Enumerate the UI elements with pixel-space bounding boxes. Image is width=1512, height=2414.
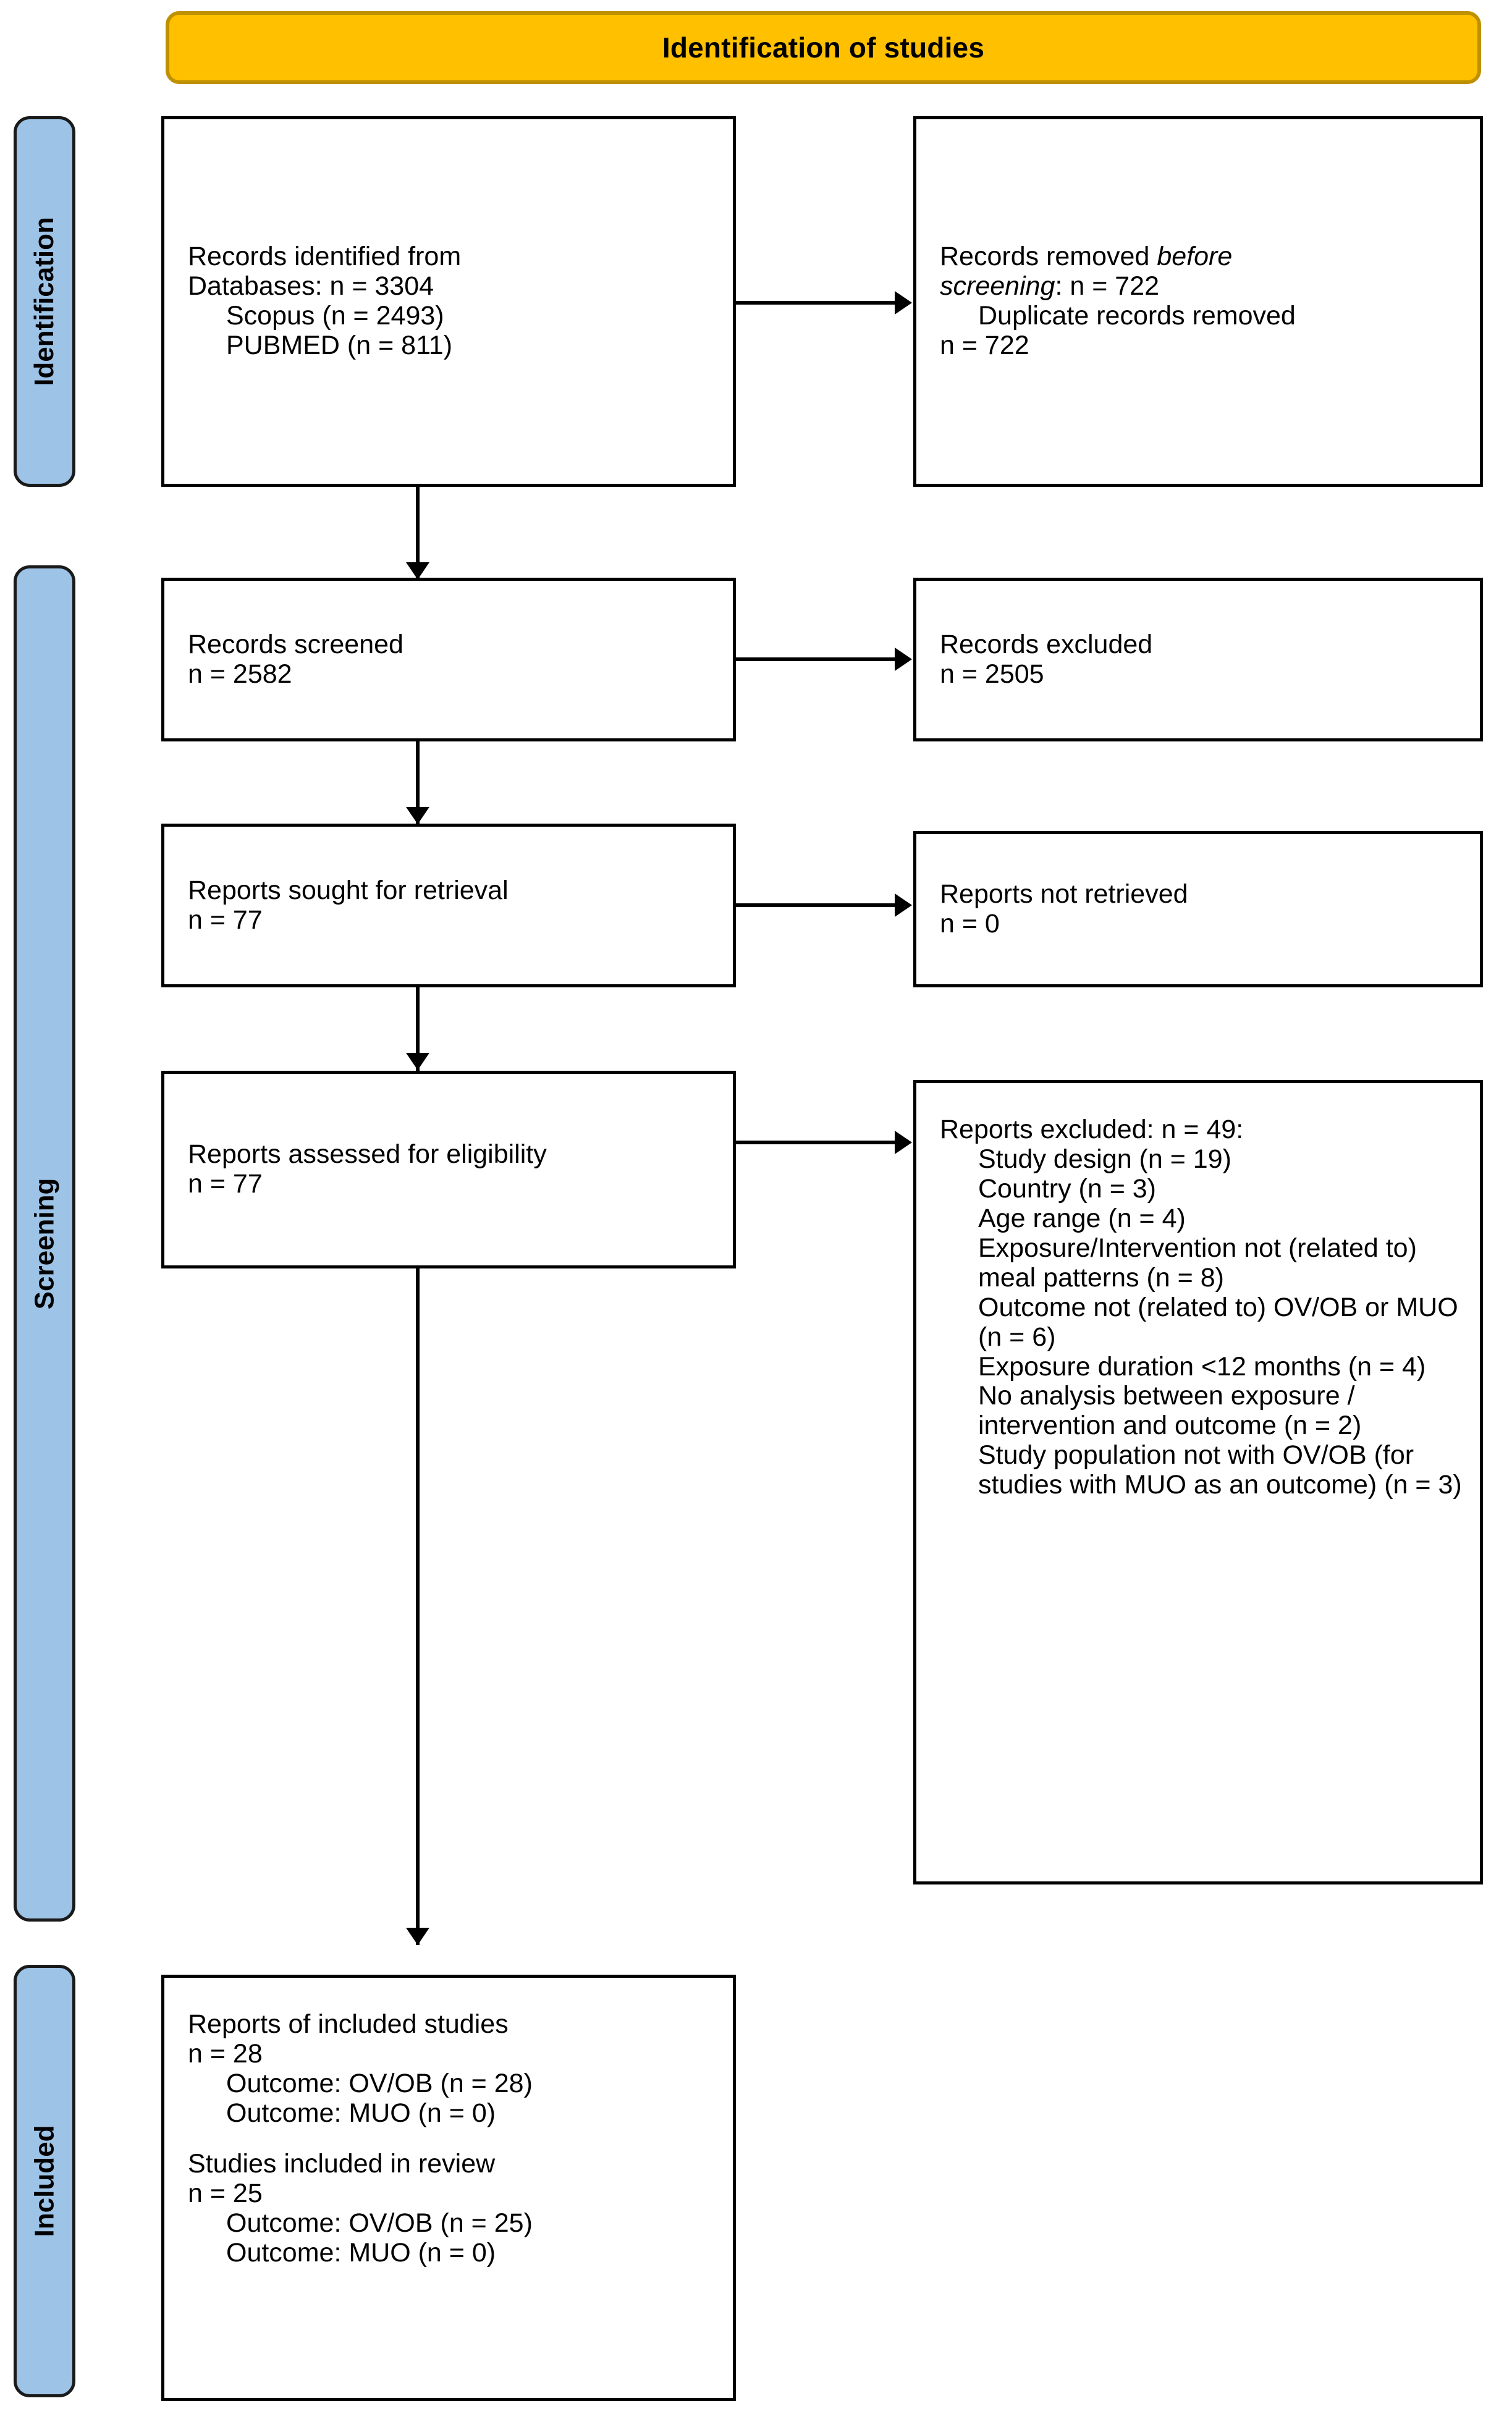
- reports-excluded-reason: No analysis between exposure / intervent…: [978, 1381, 1362, 1441]
- connector-sought-to-not-retrieved: [735, 903, 895, 907]
- arrowhead-identified-to-screened: [406, 562, 429, 580]
- connector-sought-to-assessed: [416, 987, 420, 1071]
- arrowhead-assessed-to-included: [406, 1928, 429, 1945]
- identification-banner: Identification of studies: [166, 11, 1481, 84]
- included-studies-outcome-ovob: Outcome: OV/OB (n = 25): [226, 2208, 533, 2238]
- reports-sought-line2: n = 77: [188, 905, 263, 935]
- rail-included-label: Included: [29, 2125, 59, 2237]
- reports-not-retrieved-line1: Reports not retrieved: [940, 879, 1188, 909]
- arrowhead-assessed-to-reports-excluded: [895, 1131, 912, 1154]
- records-screened-line1: Records screened: [188, 629, 403, 659]
- rail-screening-label: Screening: [29, 1178, 59, 1309]
- arrowhead-screened-to-sought: [406, 807, 429, 824]
- included-reports-outcome-muo: Outcome: MUO (n = 0): [226, 2098, 496, 2128]
- connector-identified-to-screened: [416, 487, 420, 580]
- box-records-screened: Records screened n = 2582: [161, 578, 736, 741]
- included-studies-outcome-muo: Outcome: MUO (n = 0): [226, 2237, 496, 2268]
- rail-identification: Identification: [14, 116, 75, 487]
- reports-excluded-reason: Age range (n = 4): [978, 1203, 1186, 1233]
- records-removed-line1-italic: before: [1157, 242, 1233, 272]
- reports-assessed-line1: Reports assessed for eligibility: [188, 1139, 547, 1170]
- reports-excluded-reason: Exposure duration <12 months (n = 4): [978, 1351, 1426, 1382]
- included-box-spacer: [188, 2129, 723, 2150]
- included-reports-line1: Reports of included studies: [188, 2009, 509, 2039]
- banner-title: Identification of studies: [662, 32, 985, 64]
- box-records-removed-before-screening: Records removed before screening: n = 72…: [913, 116, 1483, 487]
- records-identified-line2: Databases: n = 3304: [188, 271, 434, 302]
- connector-assessed-to-included: [416, 1268, 420, 1945]
- reports-sought-line1: Reports sought for retrieval: [188, 875, 509, 905]
- arrowhead-identified-to-removed: [895, 291, 912, 314]
- reports-excluded-reason: Outcome not (related to) OV/OB or MUO (n…: [978, 1292, 1466, 1352]
- rail-included: Included: [14, 1965, 75, 2397]
- included-studies-n: n = 25: [188, 2178, 263, 2208]
- included-reports-outcome-ovob: Outcome: OV/OB (n = 28): [226, 2068, 533, 2098]
- reports-not-retrieved-line2: n = 0: [940, 908, 1000, 939]
- reports-excluded-reason: Study design (n = 19): [978, 1144, 1231, 1174]
- arrowhead-screened-to-excluded: [895, 648, 912, 671]
- box-reports-not-retrieved: Reports not retrieved n = 0: [913, 831, 1483, 987]
- reports-excluded-heading: Reports excluded: n = 49:: [940, 1115, 1244, 1144]
- box-reports-sought: Reports sought for retrieval n = 77: [161, 824, 736, 987]
- box-reports-excluded: Reports excluded: n = 49: Study design (…: [913, 1080, 1483, 1884]
- connector-identified-to-removed: [735, 301, 895, 305]
- records-identified-pubmed: PUBMED (n = 811): [226, 330, 453, 360]
- box-records-identified: Records identified from Databases: n = 3…: [161, 116, 736, 487]
- reports-assessed-line2: n = 77: [188, 1169, 263, 1199]
- box-included-studies: Reports of included studies n = 28 Outco…: [161, 1975, 736, 2401]
- records-identified-scopus: Scopus (n = 2493): [226, 301, 444, 331]
- records-identified-line1: Records identified from: [188, 242, 462, 272]
- records-removed-duplicates: Duplicate records removed: [978, 301, 1296, 331]
- reports-excluded-reason: Country (n = 3): [978, 1173, 1156, 1204]
- connector-screened-to-excluded: [735, 657, 895, 661]
- records-removed-duplicates-n: n = 722: [940, 330, 1029, 360]
- records-removed-line2-plain: : n = 722: [1055, 271, 1160, 302]
- rail-identification-label: Identification: [29, 217, 59, 386]
- records-excluded-line2: n = 2505: [940, 659, 1044, 689]
- rail-screening: Screening: [14, 565, 75, 1922]
- records-removed-line2-italic: screening: [940, 271, 1055, 302]
- connector-assessed-to-reports-excluded: [735, 1141, 895, 1144]
- reports-excluded-reason: Exposure/Intervention not (related to) m…: [978, 1233, 1424, 1293]
- included-studies-line1: Studies included in review: [188, 2148, 496, 2179]
- records-removed-line1-plain: Records removed: [940, 242, 1157, 272]
- records-removed-line2: screening: n = 722: [940, 271, 1470, 302]
- connector-screened-to-sought: [416, 741, 420, 825]
- arrowhead-sought-to-assessed: [406, 1053, 429, 1070]
- box-records-excluded: Records excluded n = 2505: [913, 578, 1483, 741]
- reports-excluded-reason: Study population not with OV/OB (for stu…: [978, 1440, 1462, 1500]
- box-reports-assessed: Reports assessed for eligibility n = 77: [161, 1071, 736, 1268]
- records-excluded-line1: Records excluded: [940, 629, 1153, 659]
- included-reports-n: n = 28: [188, 2038, 263, 2069]
- records-screened-line2: n = 2582: [188, 659, 292, 689]
- arrowhead-sought-to-not-retrieved: [895, 893, 912, 917]
- records-removed-line1: Records removed before: [940, 242, 1470, 272]
